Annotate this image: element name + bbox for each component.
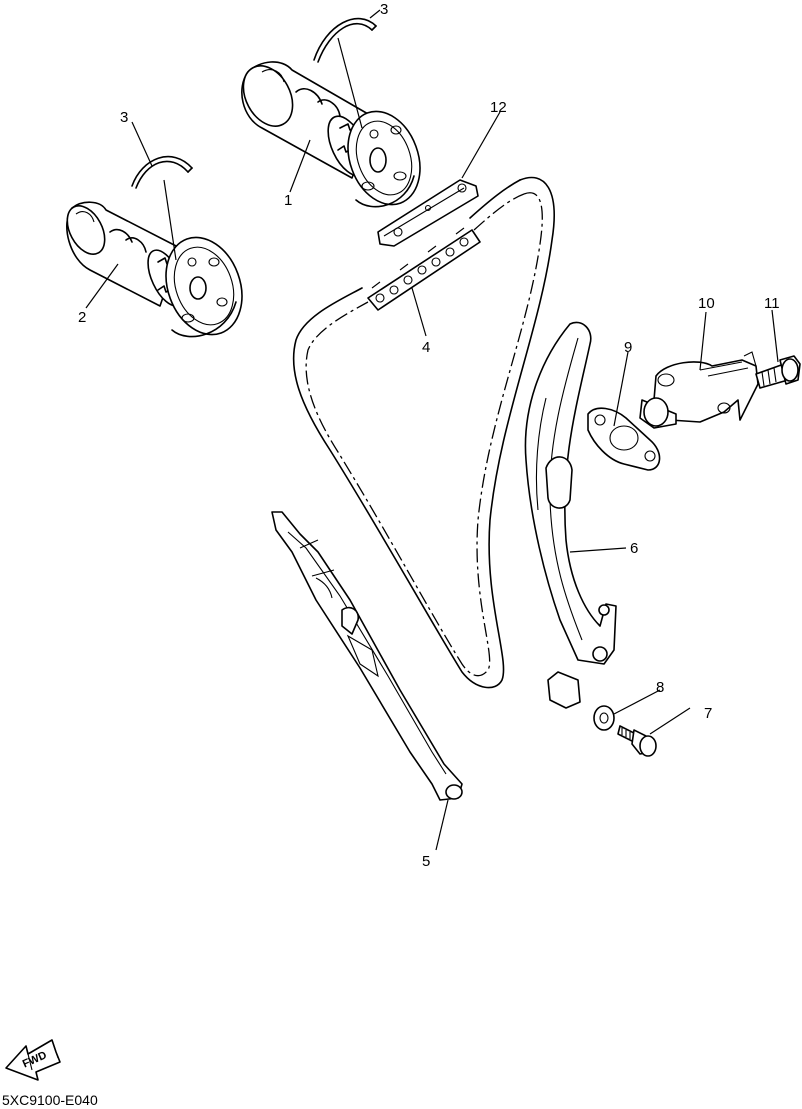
callout-8: 8	[656, 679, 664, 696]
circlip-left	[131, 155, 193, 189]
callout-10: 10	[698, 295, 715, 312]
callout-7: 7	[704, 705, 712, 722]
callout-6: 6	[630, 540, 638, 557]
washer	[593, 705, 615, 731]
leader-lines	[85, 9, 779, 851]
callout-labels: 3 12 3 1 2 4 9 10 11 6 8 7 5	[78, 1, 780, 870]
tensioner-bolt	[755, 355, 801, 389]
circlip-top	[313, 17, 377, 63]
callout-9: 9	[624, 339, 632, 356]
callout-1: 1	[284, 192, 292, 209]
callout-11: 11	[764, 295, 780, 312]
chain-guide-front	[271, 511, 463, 801]
callout-4: 4	[422, 339, 430, 356]
guide-bolt	[617, 725, 657, 757]
chain-guide-tensioner	[524, 321, 617, 709]
tensioner-gasket	[587, 407, 661, 471]
chain-tensioner	[639, 351, 759, 429]
callout-3-left: 3	[120, 109, 128, 126]
chain-guide-top	[377, 179, 479, 247]
chain-links	[367, 227, 481, 311]
callout-12: 12	[490, 99, 507, 116]
callout-3-top: 3	[380, 1, 388, 18]
callout-5: 5	[422, 853, 430, 870]
camshaft-exhaust	[241, 61, 421, 208]
cam-chain	[292, 176, 555, 689]
fwd-arrow-icon: FWD	[5, 1039, 61, 1081]
camshaft-intake	[66, 201, 243, 338]
diagram-code: 5XC9100-E040	[2, 1092, 98, 1108]
callout-2: 2	[78, 309, 86, 326]
